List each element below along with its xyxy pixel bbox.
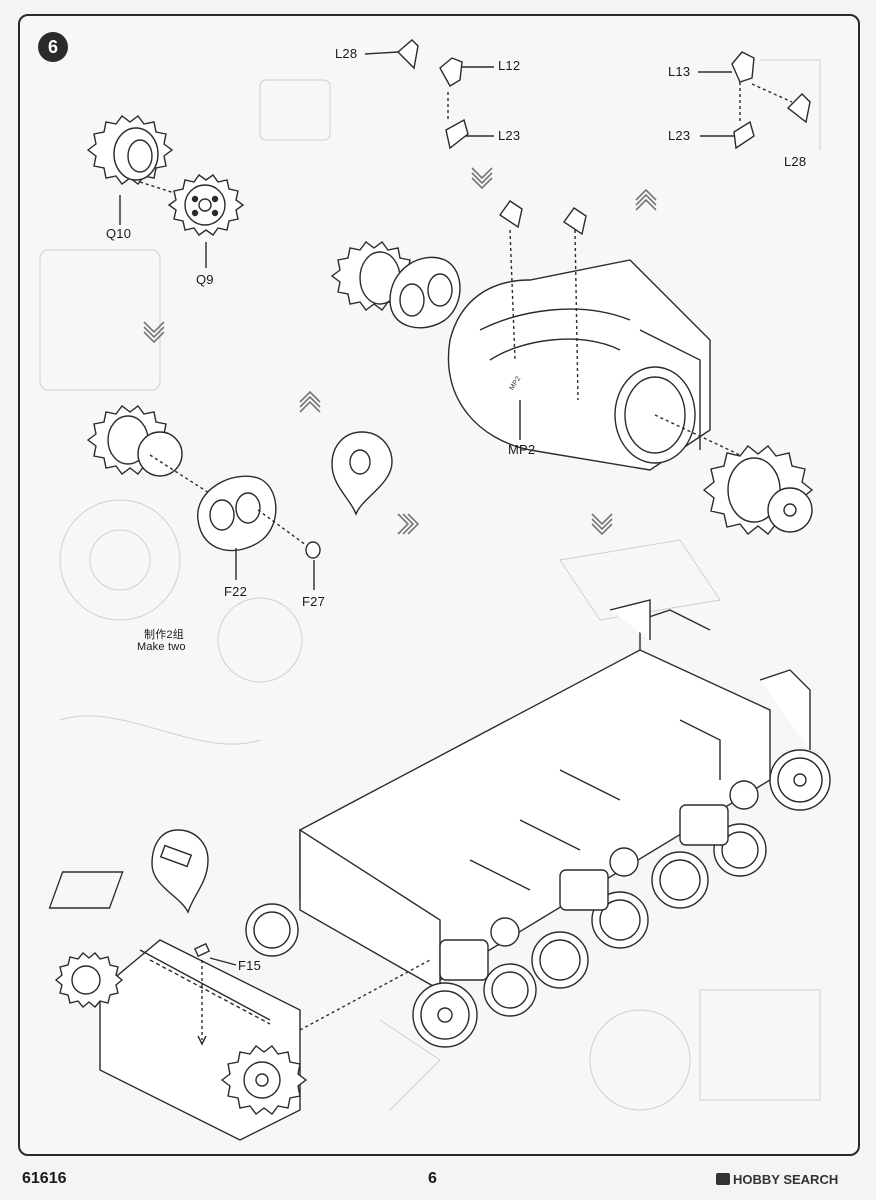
label-mp2: MP2 [508, 442, 536, 457]
sprocket-q9 [167, 174, 245, 236]
watermark: HOBBY SEARCH [716, 1172, 838, 1187]
sprocket-q10 [86, 115, 174, 185]
part-f15 [193, 942, 237, 1046]
flow-arrow-5 [397, 513, 420, 535]
kit-number: 61616 [22, 1170, 67, 1187]
bracket-group-right [698, 51, 811, 150]
front-sprocket-right [220, 1045, 308, 1115]
label-f15: F15 [238, 958, 262, 973]
final-drive-housing-mp2 [447, 200, 741, 471]
bracket-group-left [364, 39, 494, 150]
flow-arrow-2 [635, 188, 657, 211]
watermark-text: HOBBY SEARCH [733, 1172, 839, 1187]
flow-arrow-1 [471, 167, 493, 190]
label-l23-right: L23 [668, 128, 691, 143]
detail-callout-upper [331, 431, 393, 516]
ghost-background-drawing [39, 59, 821, 1111]
flow-arrow-3 [143, 321, 165, 344]
part-f27 [257, 509, 321, 590]
label-q10: Q10 [106, 226, 132, 241]
step-number-badge: 6 [38, 32, 68, 62]
label-l28-top: L28 [335, 46, 358, 61]
cover-f22 [197, 475, 277, 580]
label-f22: F22 [224, 584, 248, 599]
label-l13: L13 [668, 64, 691, 79]
final-drive-cover-upper [389, 256, 461, 329]
label-q9: Q9 [196, 272, 214, 287]
note-chinese: 制作2组 [144, 629, 184, 641]
front-sprocket-left [54, 952, 124, 1008]
flow-arrow-6 [591, 513, 613, 536]
label-f27: F27 [302, 594, 326, 609]
right-sprocket-assembly [702, 445, 814, 535]
watermark-logo-icon [716, 1173, 730, 1185]
label-l12: L12 [498, 58, 521, 73]
note-english: Make two [137, 641, 186, 653]
label-l28-right: L28 [784, 154, 807, 169]
detail-callout-lower [151, 829, 209, 914]
front-final-drive [99, 939, 431, 1141]
label-l23-left: L23 [498, 128, 521, 143]
hull-chassis [48, 599, 811, 992]
flow-arrows [143, 167, 657, 536]
page-number: 6 [428, 1170, 437, 1187]
mid-left-sprocket [86, 405, 183, 477]
flow-arrow-4 [299, 390, 321, 413]
suspension-bogies [439, 780, 759, 981]
